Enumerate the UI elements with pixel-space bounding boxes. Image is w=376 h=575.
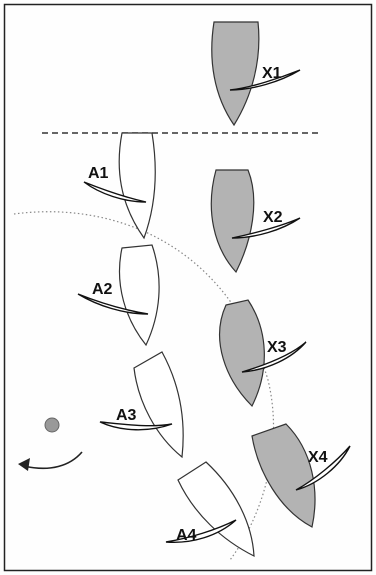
boat-a1: A1 bbox=[83, 132, 156, 240]
hull-x4 bbox=[251, 423, 316, 528]
hull-x3 bbox=[219, 299, 265, 408]
sail-x1 bbox=[229, 69, 301, 91]
diagram-border bbox=[3, 3, 373, 572]
boat-x1: X1 bbox=[211, 21, 301, 127]
dotted-circle-arc bbox=[13, 211, 275, 561]
hull-x1 bbox=[211, 21, 260, 127]
hull-a4 bbox=[177, 461, 255, 558]
hull-a2 bbox=[118, 244, 160, 347]
label-a2: A2 bbox=[92, 281, 113, 298]
sail-a3 bbox=[99, 421, 173, 431]
sail-x2 bbox=[231, 217, 301, 239]
sail-a2 bbox=[77, 293, 149, 315]
sail-x4 bbox=[295, 445, 351, 491]
boat-x3: X3 bbox=[219, 299, 307, 408]
boat-a3: A3 bbox=[99, 351, 184, 459]
label-a1: A1 bbox=[88, 165, 109, 182]
sail-x3 bbox=[241, 341, 307, 373]
label-a3: A3 bbox=[116, 407, 137, 424]
curved-arrow-icon bbox=[18, 451, 83, 471]
hull-a3 bbox=[133, 351, 184, 459]
boat-x4: X4 bbox=[251, 423, 351, 528]
label-x2: X2 bbox=[263, 209, 283, 226]
boat-a2: A2 bbox=[77, 244, 160, 347]
label-x1: X1 bbox=[262, 65, 282, 82]
hull-a1 bbox=[118, 132, 156, 240]
boat-x2: X2 bbox=[210, 169, 301, 274]
label-x3: X3 bbox=[267, 339, 287, 356]
sail-a1 bbox=[83, 181, 147, 203]
round-mark bbox=[44, 417, 60, 433]
label-a4: A4 bbox=[176, 527, 197, 544]
label-x4: X4 bbox=[308, 449, 328, 466]
sail-a4 bbox=[165, 519, 237, 543]
boat-a4: A4 bbox=[165, 461, 255, 558]
hull-x2 bbox=[210, 169, 255, 274]
